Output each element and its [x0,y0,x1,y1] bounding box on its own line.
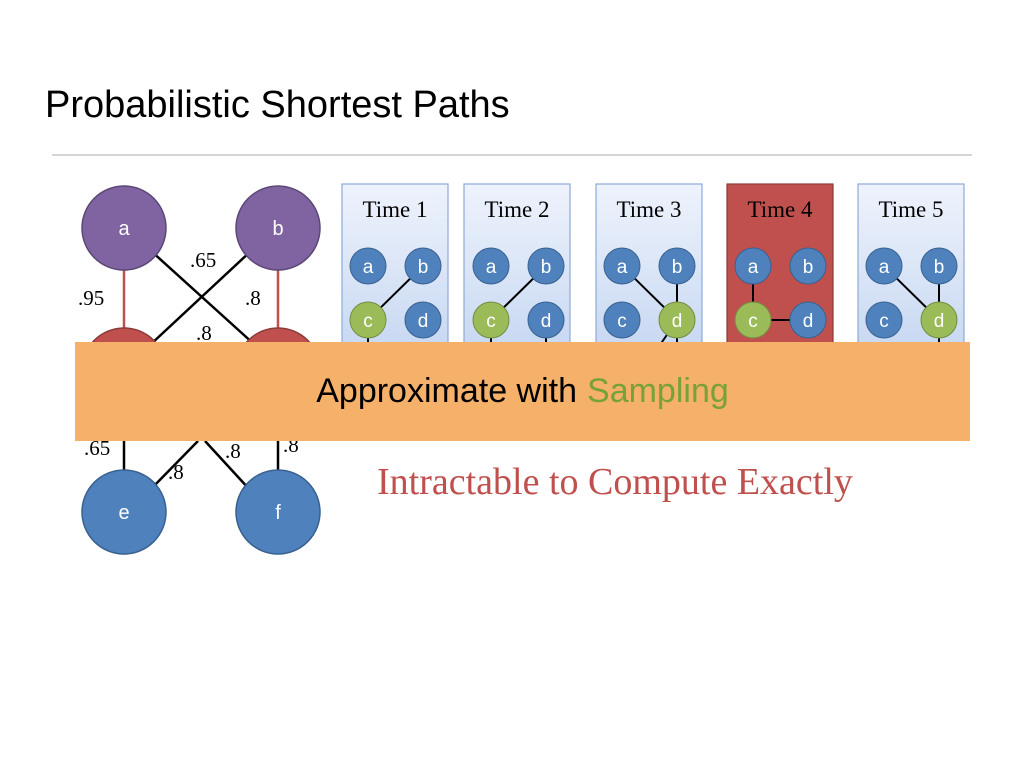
time-panel-1: Time 1 a b c d [341,183,449,345]
time-1-node-c-label: c [363,311,373,332]
time-2-node-d-label: d [541,311,552,332]
time-1-node-a [349,247,387,285]
time-4-node-c-label: c [748,311,758,332]
node-b: b [235,185,321,271]
node-e: e [81,469,167,555]
time-4-node-c [734,301,772,339]
time-panel-5: Time 5 a b c d [857,183,965,345]
time-5-node-b [920,247,958,285]
time-5-node-b-label: b [934,257,945,278]
edge-label-b-c: .8 [245,286,261,310]
edge-b-c [149,249,253,346]
time-panel-1-label: Time 1 [363,197,428,222]
sampling-banner: Approximate with Sampling [75,342,970,441]
edge-label-c-d: .8 [196,321,212,345]
time-3-node-b-label: b [672,257,683,278]
edge-label-a-d: .65 [190,248,216,272]
time-5-node-c [865,301,903,339]
time-1-node-b [404,247,442,285]
edge-label-a-c: .95 [78,286,104,310]
node-f-label: f [275,502,281,524]
time-panel-3: Time 3 a b c d [595,183,703,346]
edge-c-f [204,440,251,491]
node-e-label: e [118,502,129,524]
time-5-node-c-label: c [879,311,889,332]
time-3-node-d-label: d [672,311,683,332]
time-2-node-a-label: a [486,257,497,278]
time-2-node-a [472,247,510,285]
node-f: f [235,469,321,555]
time-panel-4: Time 4 a b c d [726,183,834,345]
time-1-node-d [404,301,442,339]
time-1-node-d-label: d [418,311,429,332]
time-4-node-a [734,247,772,285]
node-a: a [81,185,167,271]
time-2-node-d [527,301,565,339]
time-4-node-d [789,301,827,339]
time-3-node-a-label: a [617,257,628,278]
edge-labels: .65 .95 .8 .8 .65 .8 .8 .8 [78,248,299,484]
time-4-node-a-label: a [748,257,759,278]
time-2-node-c [472,301,510,339]
time-4-node-d-label: d [803,311,814,332]
time-4-node-b-label: b [803,257,814,278]
edge-label-c-f: .8 [225,439,241,463]
time-1-node-c [349,301,387,339]
node-b-label: b [272,218,283,240]
time-panel-3-label: Time 3 [617,197,682,222]
time-3-node-c-label: c [617,311,627,332]
banner-text: Approximate with [316,372,578,410]
time-panel-2: Time 2 a b c d [463,183,571,345]
edge-d-e [149,440,199,491]
banner-highlight: Sampling [587,372,729,410]
node-a-label: a [118,218,130,240]
time-4-node-b [789,247,827,285]
time-3-node-a [603,247,641,285]
slide-title: Probabilistic Shortest Paths [45,84,510,126]
time-3-node-d [658,301,696,339]
edge-label-d-e: .8 [168,460,184,484]
time-2-node-b [527,247,565,285]
time-1-node-b-label: b [418,257,429,278]
time-2-node-c-label: c [486,311,496,332]
time-5-node-d-label: d [934,311,945,332]
time-panel-2-label: Time 2 [485,197,550,222]
time-panel-4-label: Time 4 [748,197,813,222]
time-5-node-a-label: a [879,257,890,278]
time-5-node-a [865,247,903,285]
time-3-node-c [603,301,641,339]
time-1-node-a-label: a [363,257,374,278]
time-3-node-b [658,247,696,285]
time-panel-5-label: Time 5 [879,197,944,222]
time-5-node-d [920,301,958,339]
time-2-node-b-label: b [541,257,552,278]
title-divider [52,154,972,156]
intractable-caption: Intractable to Compute Exactly [377,461,853,503]
